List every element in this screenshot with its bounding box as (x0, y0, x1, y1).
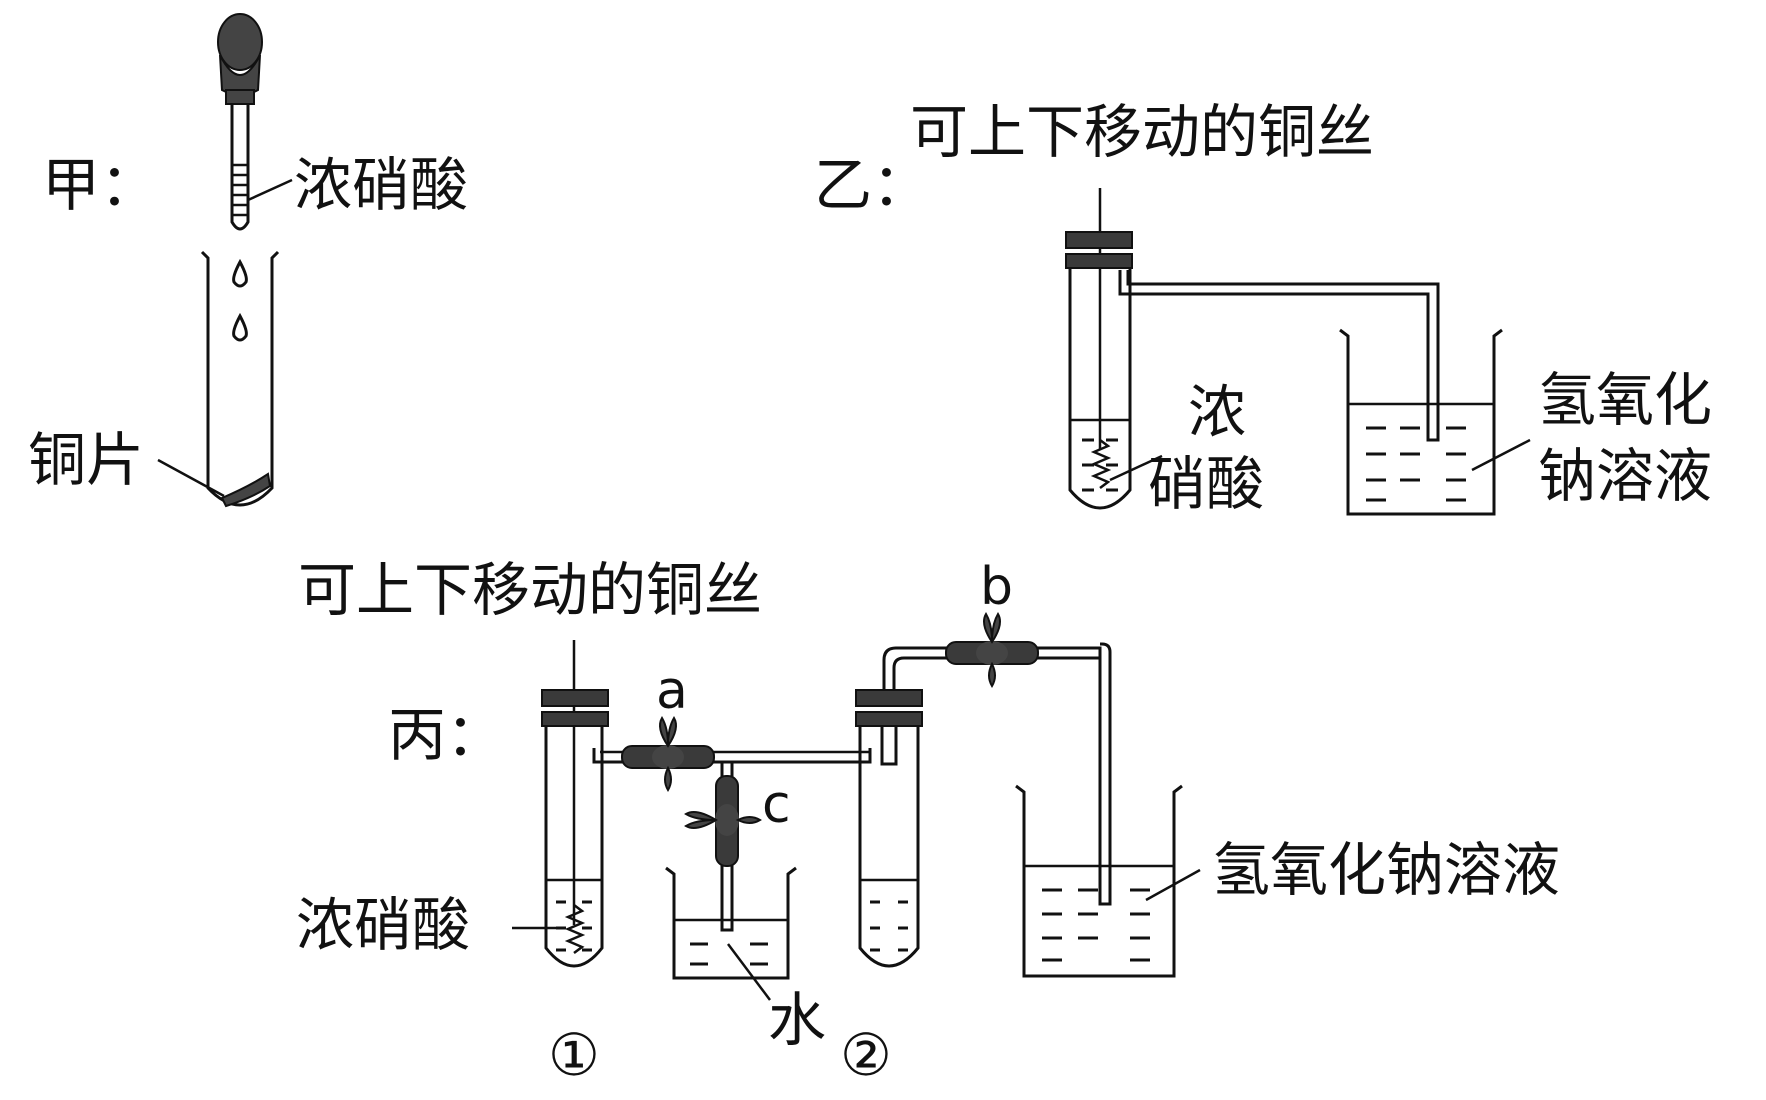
tube-1-label: ① (548, 1021, 600, 1089)
stopper-1 (541, 689, 609, 707)
acid-label-yi-line1: 浓 (1188, 378, 1246, 446)
acid-label-bing: 浓硝酸 (296, 891, 470, 959)
setup-bing-label: 丙： (388, 701, 504, 769)
copper-wire-label-bing: 可上下移动的铜丝 (298, 556, 762, 624)
setup-yi: 乙： 可上下移动的铜丝 浓 (814, 98, 1712, 518)
valve-c[interactable] (684, 775, 762, 867)
setup-yi-label: 乙： (814, 151, 930, 219)
valve-a[interactable] (621, 716, 715, 792)
delivery-tube-yi (1118, 270, 1440, 442)
water-label: 水 (768, 986, 826, 1054)
copper-label: 铜片 (28, 426, 144, 494)
test-tube-jia (157, 250, 280, 508)
acid-label-jia: 浓硝酸 (294, 151, 468, 219)
setup-bing: 可上下移动的铜丝 丙： 浓硝酸 ① a (296, 556, 1560, 1089)
naoh-label-yi-line1: 氢氧化 (1538, 366, 1712, 434)
beaker-naoh-bing (1015, 784, 1183, 978)
valve-b[interactable] (945, 612, 1039, 688)
tube-2-label: ② (840, 1021, 892, 1089)
valve-c-label: c (762, 775, 791, 835)
acid-drop (232, 312, 248, 342)
valve-a-label: a (656, 661, 688, 721)
acid-leader-line (247, 178, 293, 202)
test-tube-yi (1068, 268, 1132, 510)
valve-b-label: b (980, 557, 1013, 617)
copper-wire-label-yi: 可上下移动的铜丝 (910, 98, 1374, 166)
naoh-label-yi-line2: 钠溶液 (1538, 442, 1712, 510)
test-tube-2 (858, 726, 920, 968)
naoh-label-bing: 氢氧化钠溶液 (1212, 836, 1560, 904)
test-tube-1 (544, 726, 604, 968)
setup-jia: 甲： 浓硝酸 铜片 (28, 13, 468, 508)
copper-piece (220, 472, 272, 508)
beaker-water (665, 866, 797, 980)
acid-drop (232, 258, 248, 288)
acid-label-yi-line2: 硝酸 (1148, 450, 1264, 518)
stopper-yi (1065, 231, 1133, 249)
copper-leader-line (157, 458, 225, 498)
stopper-2 (855, 689, 923, 707)
setup-jia-label: 甲： (42, 151, 158, 219)
dropper (217, 13, 293, 231)
beaker-naoh-yi (1339, 328, 1503, 516)
